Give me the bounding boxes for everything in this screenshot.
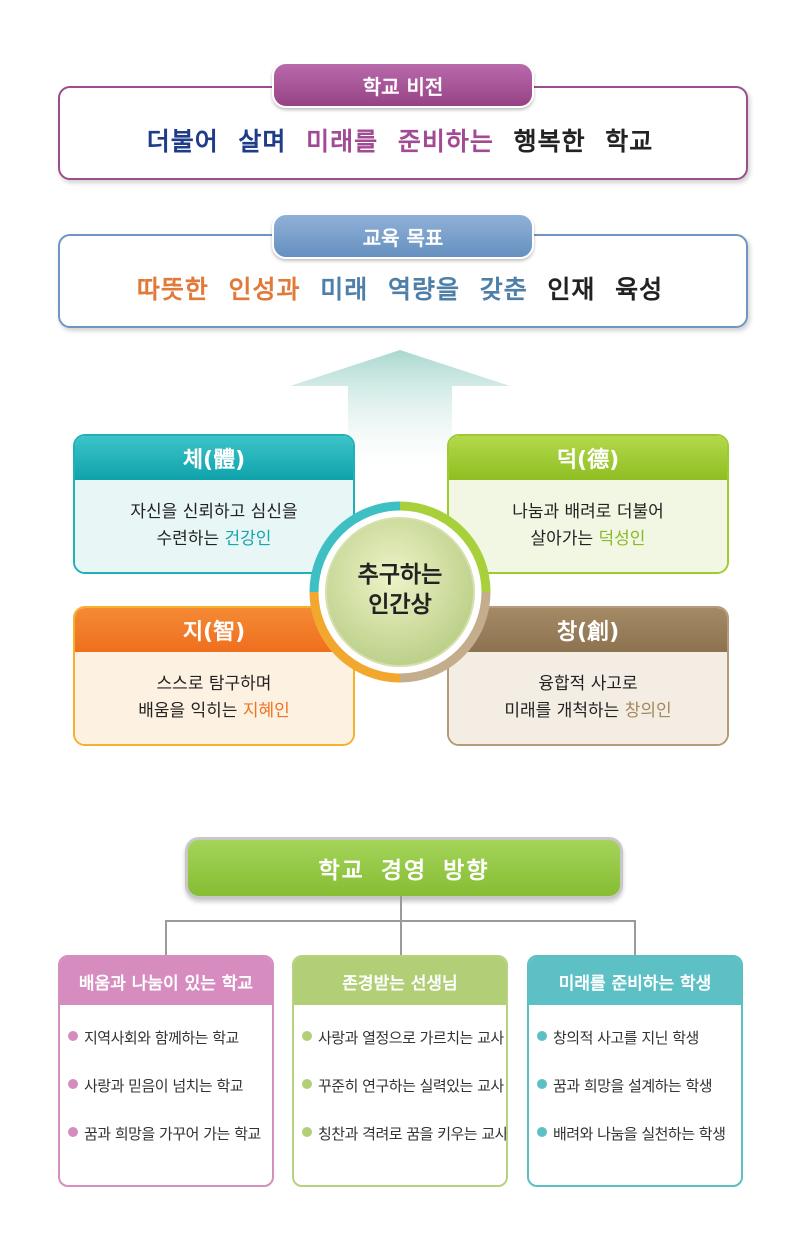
list-item: 사랑과 믿음이 넘치는 학교	[68, 1075, 272, 1123]
quadrant-title: 창(創)	[449, 608, 727, 652]
bullet-icon	[537, 1127, 547, 1137]
connector-line	[400, 920, 402, 956]
center-line2: 인간상	[368, 592, 432, 618]
list-item: 사랑과 열정으로 가르치는 교사	[302, 1027, 506, 1075]
quadrant-line1: 나눔과 배려로 더불어	[512, 502, 664, 522]
quadrant-line2: 미래를 개척하는	[504, 701, 625, 721]
management-title: 학교 경영 방향	[185, 837, 623, 899]
bullet-icon	[68, 1031, 78, 1041]
management-column-student: 미래를 준비하는 학생 창의적 사고를 지닌 학생 꿈과 희망을 설계하는 학생…	[527, 955, 743, 1187]
list-item: 칭찬과 격려로 꿈을 키우는 교사	[302, 1123, 506, 1171]
up-arrow-icon	[290, 350, 510, 470]
column-title: 배움과 나눔이 있는 학교	[60, 957, 272, 1005]
vision-slogan: 더불어 살며 미래를 준비하는 행복한 학교	[0, 122, 800, 158]
quadrant-line1: 스스로 탐구하며	[156, 674, 272, 694]
management-column-school: 배움과 나눔이 있는 학교 지역사회와 함께하는 학교 사랑과 믿음이 넘치는 …	[58, 955, 274, 1187]
goal-title: 교육 목표	[272, 213, 534, 259]
quadrant-title: 체(體)	[75, 436, 353, 480]
connector-line	[400, 896, 402, 922]
quadrant-line2: 살아가는	[530, 529, 599, 549]
management-column-teacher: 존경받는 선생님 사랑과 열정으로 가르치는 교사 꾸준히 연구하는 실력있는 …	[292, 955, 508, 1187]
vision-part1: 더불어 살며	[146, 127, 287, 156]
bullet-icon	[537, 1031, 547, 1041]
connector-line	[165, 920, 167, 956]
connector-line	[634, 920, 636, 956]
quadrant-title: 지(智)	[75, 608, 353, 652]
quadrant-line1: 자신을 신뢰하고 심신을	[130, 502, 298, 522]
bullet-icon	[68, 1127, 78, 1137]
list-item: 창의적 사고를 지닌 학생	[537, 1027, 741, 1075]
goal-slogan: 따뜻한 인성과 미래 역량을 갖춘 인재 육성	[0, 270, 800, 306]
quadrant-title: 덕(德)	[449, 436, 727, 480]
quadrant-card-wisdom: 지(智) 스스로 탐구하며 배움을 익히는 지혜인	[73, 606, 355, 746]
list-item: 지역사회와 함께하는 학교	[68, 1027, 272, 1075]
column-title: 미래를 준비하는 학생	[529, 957, 741, 1005]
quadrant-highlight: 덕성인	[598, 529, 646, 549]
bullet-icon	[302, 1127, 312, 1137]
bullet-icon	[302, 1031, 312, 1041]
quadrant-line2: 배움을 익히는	[138, 701, 243, 721]
center-line1: 추구하는	[357, 562, 443, 588]
list-item: 꿈과 희망을 가꾸어 가는 학교	[68, 1123, 272, 1171]
quadrant-highlight: 지혜인	[242, 701, 290, 721]
center-circle	[309, 501, 491, 683]
list-item: 배려와 나눔을 실천하는 학생	[537, 1123, 741, 1171]
bullet-icon	[302, 1079, 312, 1089]
vision-part3: 행복한 학교	[513, 127, 654, 156]
goal-part1: 따뜻한 인성과	[136, 275, 301, 304]
vision-title: 학교 비전	[272, 62, 534, 108]
goal-part2: 미래 역량을 갖춘	[320, 275, 528, 304]
list-item: 꾸준히 연구하는 실력있는 교사	[302, 1075, 506, 1123]
goal-part3: 인재 육성	[547, 275, 664, 304]
vision-part2: 미래를 준비하는	[306, 127, 494, 156]
quadrant-card-health: 체(體) 자신을 신뢰하고 심신을 수련하는 건강인	[73, 434, 355, 574]
center-label: 추구하는 인간상	[330, 560, 470, 620]
bullet-icon	[537, 1079, 547, 1089]
bullet-icon	[68, 1079, 78, 1089]
quadrant-line1: 융합적 사고로	[538, 674, 638, 694]
quadrant-card-creativity: 창(創) 융합적 사고로 미래를 개척하는 창의인	[447, 606, 729, 746]
quadrant-line2: 수련하는	[156, 529, 225, 549]
list-item: 꿈과 희망을 설계하는 학생	[537, 1075, 741, 1123]
quadrant-highlight: 창의인	[624, 701, 672, 721]
column-title: 존경받는 선생님	[294, 957, 506, 1005]
quadrant-highlight: 건강인	[224, 529, 272, 549]
quadrant-card-virtue: 덕(德) 나눔과 배려로 더불어 살아가는 덕성인	[447, 434, 729, 574]
